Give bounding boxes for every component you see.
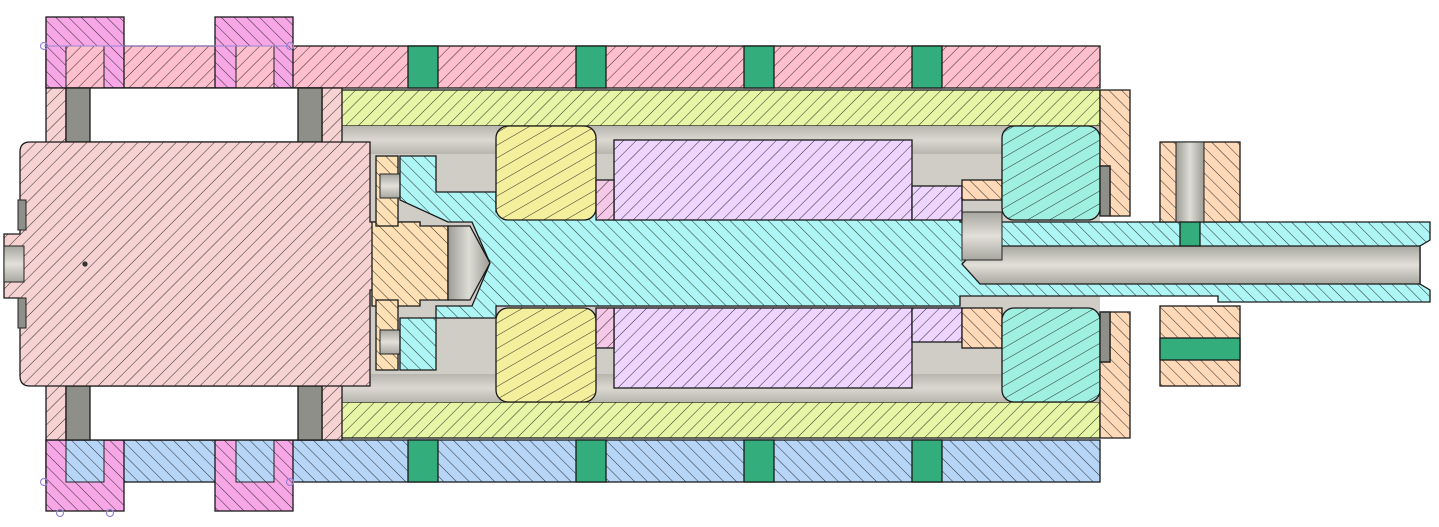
bearing-spacers	[961, 179, 1003, 349]
stator-sleeve	[339, 89, 1101, 439]
rotor-core	[595, 139, 963, 389]
flange-blocks	[45, 16, 294, 512]
front-bearing	[495, 125, 597, 403]
selection-markers	[39, 41, 295, 518]
motor-body	[3, 141, 421, 387]
shaft-collar	[1159, 141, 1241, 387]
housing-seals	[407, 45, 943, 483]
end-cap	[1099, 89, 1131, 439]
rear-bearing	[1001, 125, 1101, 403]
